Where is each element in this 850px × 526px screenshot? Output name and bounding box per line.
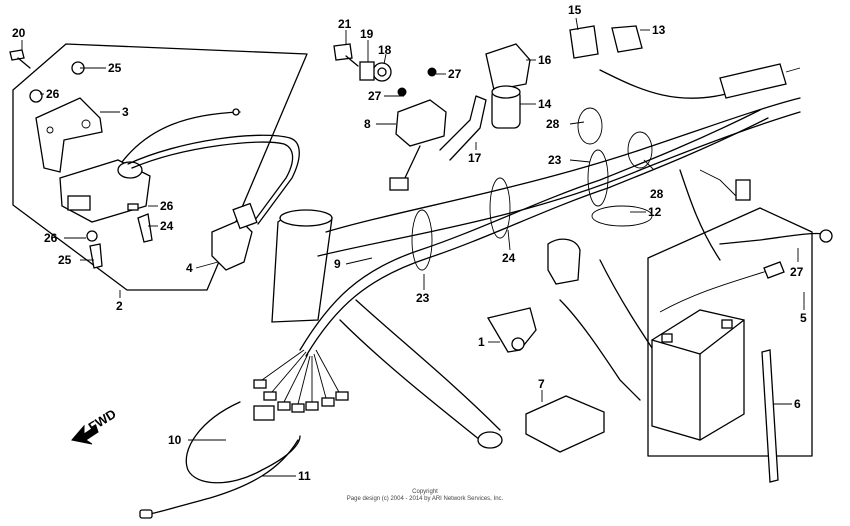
callout-7: 7 [538, 377, 545, 391]
callout-18: 18 [378, 43, 392, 57]
copyright-line-2: Page design (c) 2004 - 2014 by ARI Netwo… [346, 496, 504, 502]
callout-13: 13 [652, 23, 666, 37]
callout-15: 15 [568, 3, 582, 17]
callout-21: 21 [338, 17, 352, 31]
callout-28: 27 [790, 265, 804, 279]
callout-26: 23 [548, 153, 562, 167]
callout-27: 27 [448, 67, 462, 81]
callout-27: 27 [368, 89, 382, 103]
callout-10: 10 [168, 433, 182, 447]
cables [139, 401, 301, 519]
callout-20: 20 [12, 26, 26, 40]
callout-1: 1 [478, 335, 485, 349]
callout-26: 24 [502, 251, 516, 265]
callout-11: 11 [298, 469, 311, 483]
callout-16: 16 [538, 53, 552, 67]
callout-5: 5 [800, 311, 807, 325]
fwd-arrow-icon: FWD [71, 406, 119, 445]
fwd-label: FWD [86, 406, 119, 434]
callout-24: 26 [160, 199, 174, 213]
connector-fan [253, 349, 349, 421]
ignition-coil-group [9, 43, 308, 291]
battery-group [525, 207, 833, 483]
callout-6: 6 [794, 397, 801, 411]
upper-parts [333, 25, 801, 353]
callout-26: 23 [416, 291, 430, 305]
callout-4: 4 [186, 261, 193, 275]
callout-25: 28 [650, 187, 664, 201]
callout-25: 28 [546, 117, 560, 131]
callout-17: 17 [468, 151, 482, 165]
callout-22: 24 [160, 219, 174, 233]
callout-12: 12 [648, 205, 662, 219]
callout-3: 3 [122, 105, 129, 119]
callout-24: 26 [44, 231, 58, 245]
callout-23: 25 [108, 61, 122, 75]
callout-8: 8 [364, 117, 371, 131]
callout-23: 26 [46, 87, 60, 101]
callout-labels: 20 25 26 3 26 24 26 25 4 2 9 21 19 18 27… [12, 3, 807, 483]
callout-22: 25 [58, 253, 72, 267]
frame-and-harness [253, 97, 801, 449]
callout-9: 9 [334, 257, 341, 271]
copyright-line-1: Copyright [412, 489, 438, 495]
leader-lines [21, 17, 805, 477]
callout-2: 2 [116, 299, 123, 313]
callout-14: 14 [538, 97, 552, 111]
callout-19: 19 [360, 27, 374, 41]
